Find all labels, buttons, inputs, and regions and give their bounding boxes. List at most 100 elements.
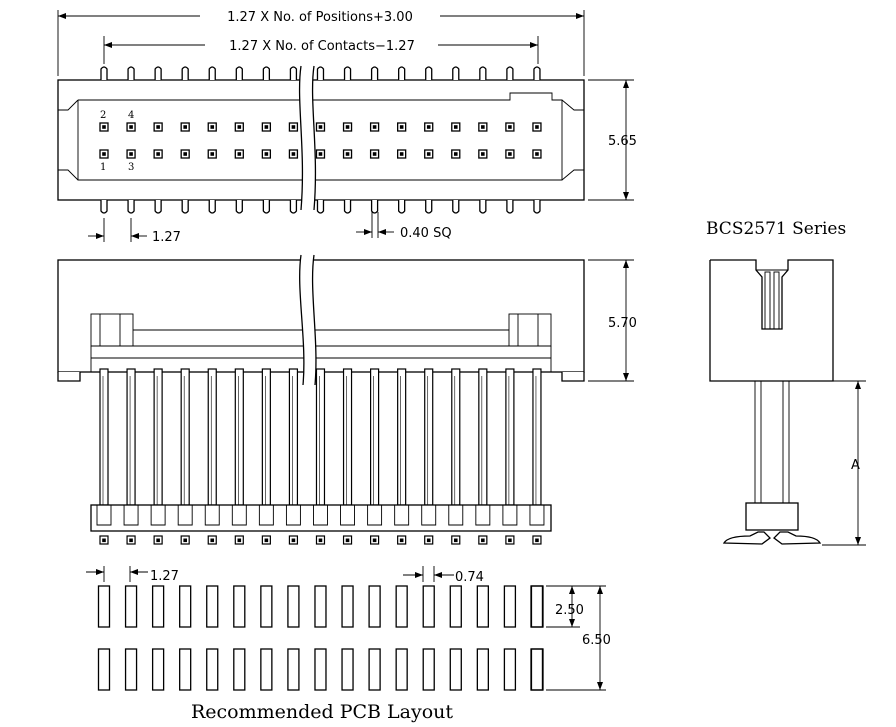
pin-foot-center [345, 538, 350, 543]
contact-square-center [129, 152, 133, 156]
series-title: BCS2571 Series [706, 219, 846, 239]
pin-foot-upper [258, 505, 274, 526]
pcb-pad-bottom [422, 648, 435, 691]
lead-bottom [289, 200, 298, 214]
pin-foot-upper [204, 505, 220, 526]
pcb-pad-end-bottom [530, 648, 544, 691]
end-view-lead-left [754, 380, 762, 504]
pcb-pad-top [124, 585, 138, 628]
side-view-break-line-left [299, 254, 305, 386]
pcb-pad-top [206, 585, 219, 628]
lead-top [100, 66, 108, 80]
end-view [709, 259, 834, 545]
pin-foot-center [291, 538, 296, 543]
dimension-contacts-length: 1.27 X No. of Contacts−1.27 [103, 36, 539, 64]
pin-foot-center [399, 538, 404, 543]
lead-tail [342, 368, 353, 506]
pin-foot-center [426, 538, 431, 543]
dim-height-side-label: 5.70 [608, 316, 637, 331]
dimension-pcb-pad-width: 0.74 [403, 566, 484, 585]
lead-top [181, 66, 189, 80]
contact-square-center [264, 152, 269, 156]
side-view-pin-feet [96, 505, 545, 545]
lead-tail [99, 368, 109, 506]
pin-foot-center [237, 538, 242, 543]
lead-tail [505, 368, 515, 506]
pin-foot-upper [394, 505, 410, 526]
end-view-contact-left [764, 271, 771, 330]
contact-square-center [291, 152, 296, 156]
contact-square-center [426, 152, 431, 156]
pcb-pad-bottom [287, 648, 300, 691]
lead-bottom [127, 200, 135, 214]
lead-tail [234, 368, 244, 506]
lead-top [506, 66, 514, 80]
pcb-pad-end-top [530, 585, 544, 628]
contact-square-center [508, 125, 512, 129]
pin-foot-upper [529, 505, 545, 526]
side-view [57, 254, 585, 545]
pcb-pad-top [530, 585, 544, 628]
lead-top [533, 66, 541, 80]
pcb-pad-bottom [233, 648, 246, 691]
pin-foot-upper [502, 505, 518, 526]
end-view-solder-block [745, 502, 799, 531]
lead-top [370, 66, 379, 80]
contact-square-center [237, 152, 242, 156]
contact-square-center [264, 125, 269, 129]
lead-top [316, 66, 325, 80]
top-view-left-notch-lower [58, 169, 79, 181]
pcb-pad-bottom [530, 648, 544, 691]
lead-tail [478, 368, 488, 506]
pin-foot-upper [367, 505, 383, 526]
dim-height-top-label: 5.65 [608, 134, 637, 149]
pcb-pad-top [260, 585, 273, 628]
pin-label-2: 2 [100, 110, 106, 121]
lead-tail [451, 368, 461, 506]
top-view-break-gap [299, 66, 316, 210]
pcb-pad-bottom [368, 648, 381, 691]
lead-bottom [154, 200, 162, 214]
dimension-height-side: 5.70 [588, 259, 637, 382]
contact-square-center [535, 125, 539, 129]
contact-square-center [183, 152, 187, 156]
contact-square-center [237, 125, 242, 129]
lead-top [127, 66, 135, 80]
dimension-pcb-pitch: 1.27 [86, 566, 179, 584]
contact-square-center [156, 152, 160, 156]
top-view-right-notch-upper [561, 99, 584, 111]
pcb-pad-bottom [179, 648, 192, 691]
lead-top [235, 66, 243, 80]
pcb-pad-top [422, 585, 435, 628]
pin-foot-center [156, 538, 160, 543]
pin-foot-upper [150, 505, 166, 526]
lead-top [262, 66, 271, 80]
contact-square-center [102, 152, 106, 156]
contact-square-center [291, 125, 296, 129]
top-view-inner-shroud [77, 92, 563, 181]
pin-label-3: 3 [128, 162, 134, 173]
top-view-leads [100, 66, 541, 214]
top-view-outline [57, 79, 585, 201]
contact-square-center [210, 125, 215, 129]
pin-foot-center [210, 538, 215, 543]
contact-square-center [535, 152, 539, 156]
contact-square-center [345, 125, 350, 129]
lead-bottom [506, 200, 514, 214]
lead-top [343, 66, 352, 80]
top-view-contacts [99, 122, 542, 159]
pin-foot-upper [313, 505, 328, 526]
contact-square-center [508, 152, 512, 156]
dimension-pcb-pad-length: 2.50 [546, 585, 584, 628]
contact-square-center [183, 125, 187, 129]
lead-bottom [343, 200, 352, 214]
end-view-body [709, 259, 834, 382]
pcb-pad-top [233, 585, 246, 628]
lead-tail [207, 368, 217, 506]
top-view-break-line-right [311, 65, 317, 211]
pcb-pad-bottom [260, 648, 273, 691]
side-view-right-latch [508, 313, 552, 347]
pcb-pad-top [341, 585, 354, 628]
side-view-leads [99, 368, 542, 506]
top-view: 2 4 1 3 [57, 65, 585, 214]
